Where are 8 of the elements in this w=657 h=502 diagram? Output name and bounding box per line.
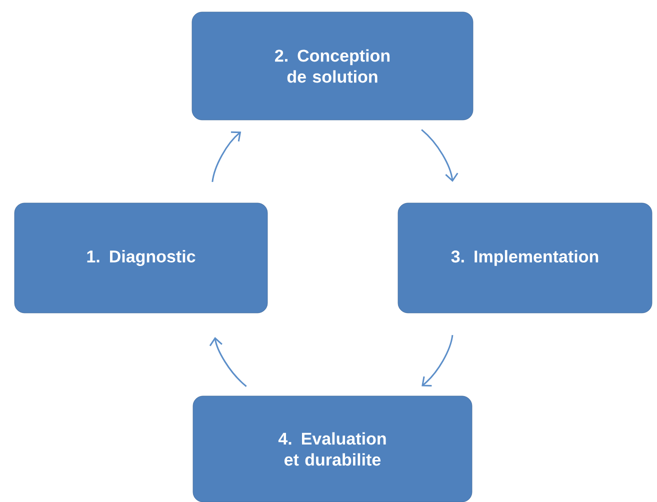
arrow [212, 131, 242, 182]
arrow [209, 337, 247, 387]
arrow [421, 129, 458, 182]
process-box: 2. Conception de solution [192, 12, 474, 120]
arrow [422, 334, 454, 386]
process-box: 1. Diagnostic [14, 202, 268, 314]
process-box: 3. Implementation [398, 202, 652, 314]
process-box: 4. Evaluation et durabilite [192, 396, 472, 502]
